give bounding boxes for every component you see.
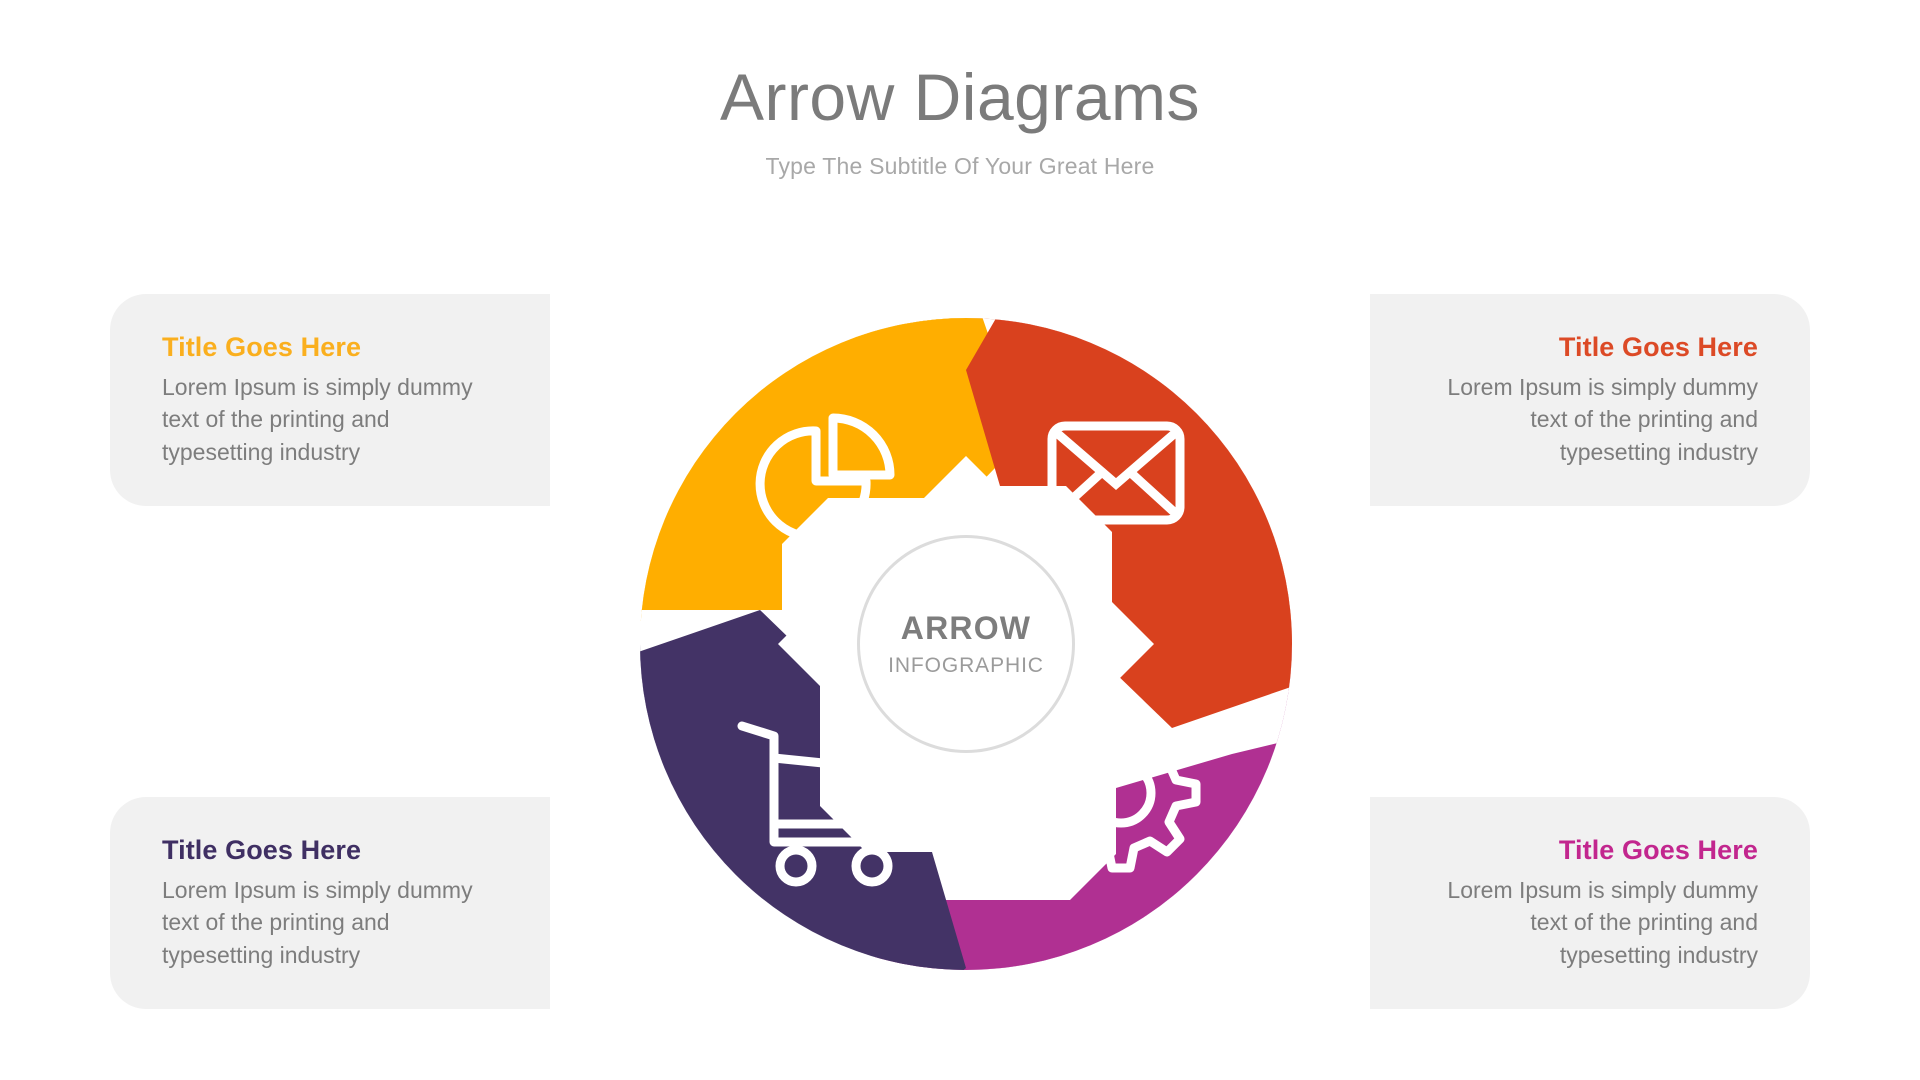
info-card-top-left[interactable]: Title Goes Here Lorem Ipsum is simply du… [110, 294, 550, 506]
info-card-title: Title Goes Here [162, 331, 362, 362]
page-subtitle: Type The Subtitle Of Your Great Here [765, 153, 1155, 180]
arrow-wheel-diagram: ARROW INFOGRAPHIC [632, 310, 1300, 978]
envelope-icon [1047, 421, 1185, 525]
info-card-body: Lorem Ipsum is simply dummy text of the … [162, 373, 473, 465]
gear-icon [1041, 713, 1201, 873]
info-card-title: Title Goes Here [162, 834, 362, 865]
info-card-body: Lorem Ipsum is simply dummy text of the … [1447, 373, 1758, 465]
info-card-title: Title Goes Here [1558, 331, 1758, 362]
info-card-bottom-left[interactable]: Title Goes Here Lorem Ipsum is simply du… [110, 797, 550, 1009]
info-card-body: Lorem Ipsum is simply dummy text of the … [1447, 876, 1758, 968]
info-card-bottom-right[interactable]: Title Goes Here Lorem Ipsum is simply du… [1370, 797, 1810, 1009]
info-card-title: Title Goes Here [1558, 834, 1758, 865]
shopping-cart-icon [737, 721, 897, 887]
info-card-body: Lorem Ipsum is simply dummy text of the … [162, 876, 473, 968]
diagram-hub: ARROW INFOGRAPHIC [857, 535, 1075, 753]
info-card-top-right[interactable]: Title Goes Here Lorem Ipsum is simply du… [1370, 294, 1810, 506]
page-title: Arrow Diagrams [719, 60, 1201, 134]
hub-subtitle: INFOGRAPHIC [888, 654, 1044, 677]
pie-chart-icon [755, 413, 895, 542]
hub-title: ARROW [900, 610, 1032, 646]
slide-header: Arrow Diagrams Type The Subtitle Of Your… [0, 60, 1920, 180]
